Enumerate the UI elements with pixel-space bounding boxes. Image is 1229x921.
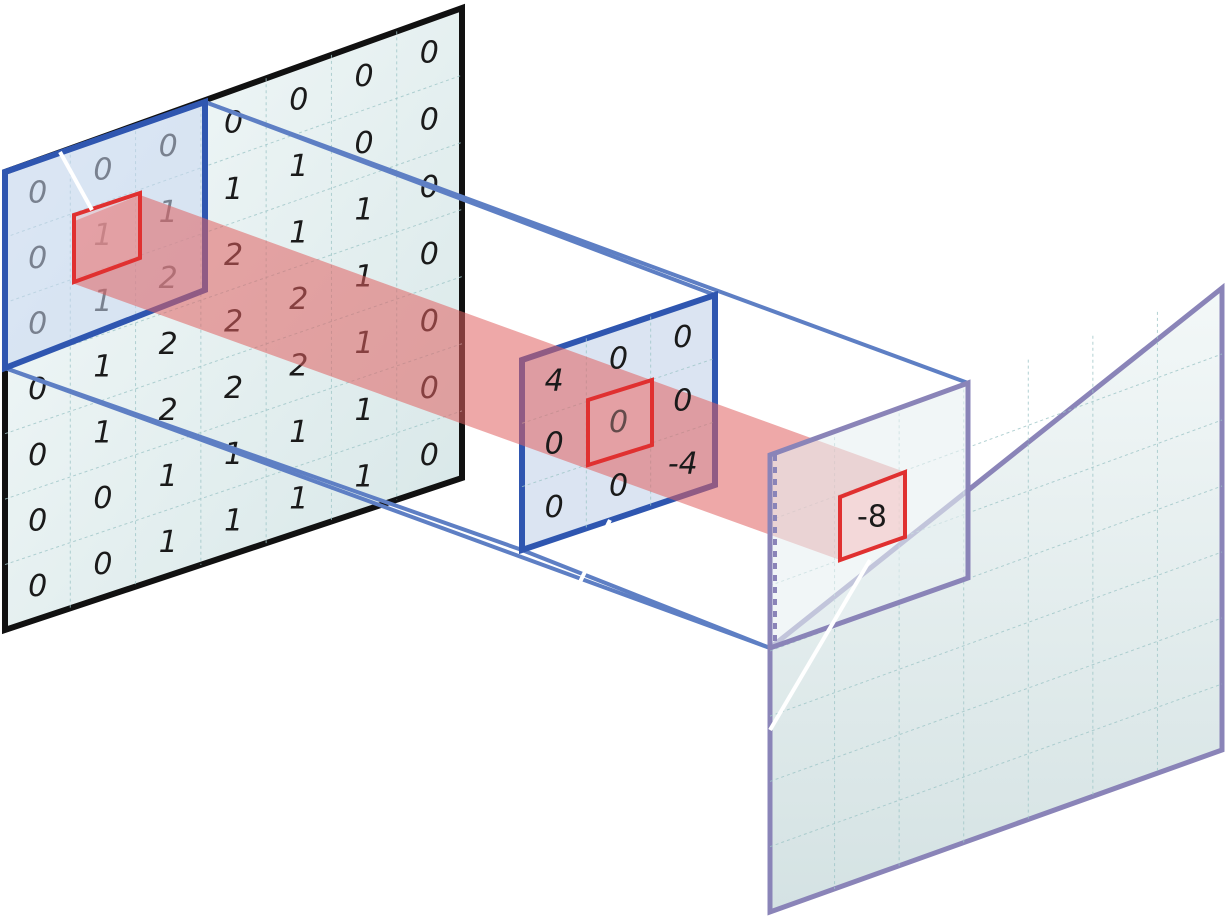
grid-line xyxy=(769,551,1223,717)
projection-lines xyxy=(4,100,969,650)
input-cell: 2 xyxy=(159,327,178,362)
input-cell: 0 xyxy=(289,82,308,117)
grid-line xyxy=(769,683,1223,848)
input-highlight-box xyxy=(72,190,142,285)
kernel-cell: 0 xyxy=(609,405,628,440)
input-cell: 1 xyxy=(93,350,112,385)
kernel-cell: 0 xyxy=(609,342,628,377)
input-cell: 1 xyxy=(159,459,178,494)
grid-line xyxy=(521,357,716,424)
input-cell: 1 xyxy=(159,525,178,560)
input-cell: 1 xyxy=(289,482,308,517)
input-cell: 1 xyxy=(224,172,243,207)
kernel-cell: 0 xyxy=(545,490,564,525)
input-cell: 1 xyxy=(289,215,308,250)
input-cell: 0 xyxy=(93,547,112,582)
input-cell: 1 xyxy=(355,393,374,428)
pointer-lines xyxy=(58,151,872,732)
input-cell: 2 xyxy=(159,393,178,428)
input-cell: 0 xyxy=(93,481,112,516)
input-cell: 0 xyxy=(420,237,439,272)
input-cell: 0 xyxy=(420,438,439,473)
input-cell: 0 xyxy=(28,503,47,538)
input-cell: 0 xyxy=(420,103,439,138)
kernel-cell: 0 xyxy=(673,320,692,355)
kernel-cells: 4 0 0 0 0 0 0 0 -4 xyxy=(545,320,698,525)
kernel-highlight-box xyxy=(586,377,654,468)
output-value: -8 xyxy=(857,500,887,535)
input-cell: 0 xyxy=(28,569,47,604)
grid-line xyxy=(4,410,463,566)
input-cell: 1 xyxy=(355,460,374,495)
input-cell: 1 xyxy=(93,415,112,450)
input-cell: 1 xyxy=(289,415,308,450)
input-cell: 1 xyxy=(289,149,308,184)
input-cell: 0 xyxy=(355,126,374,161)
output-highlight-box xyxy=(838,469,907,563)
input-cell: 1 xyxy=(224,503,243,538)
kernel-cell: -4 xyxy=(668,447,698,482)
projection-beam xyxy=(72,195,905,560)
input-cell: 0 xyxy=(355,59,374,94)
kernel-cell: 4 xyxy=(545,363,564,398)
kernel-cell: 0 xyxy=(545,427,564,462)
input-cell: 1 xyxy=(355,193,374,228)
input-cell: 0 xyxy=(28,438,47,473)
kernel-cell: 0 xyxy=(673,383,692,418)
grid-line xyxy=(769,617,1223,782)
input-cell: 0 xyxy=(420,36,439,71)
kernel-cell: 0 xyxy=(609,468,628,503)
input-cell: 2 xyxy=(224,371,243,406)
